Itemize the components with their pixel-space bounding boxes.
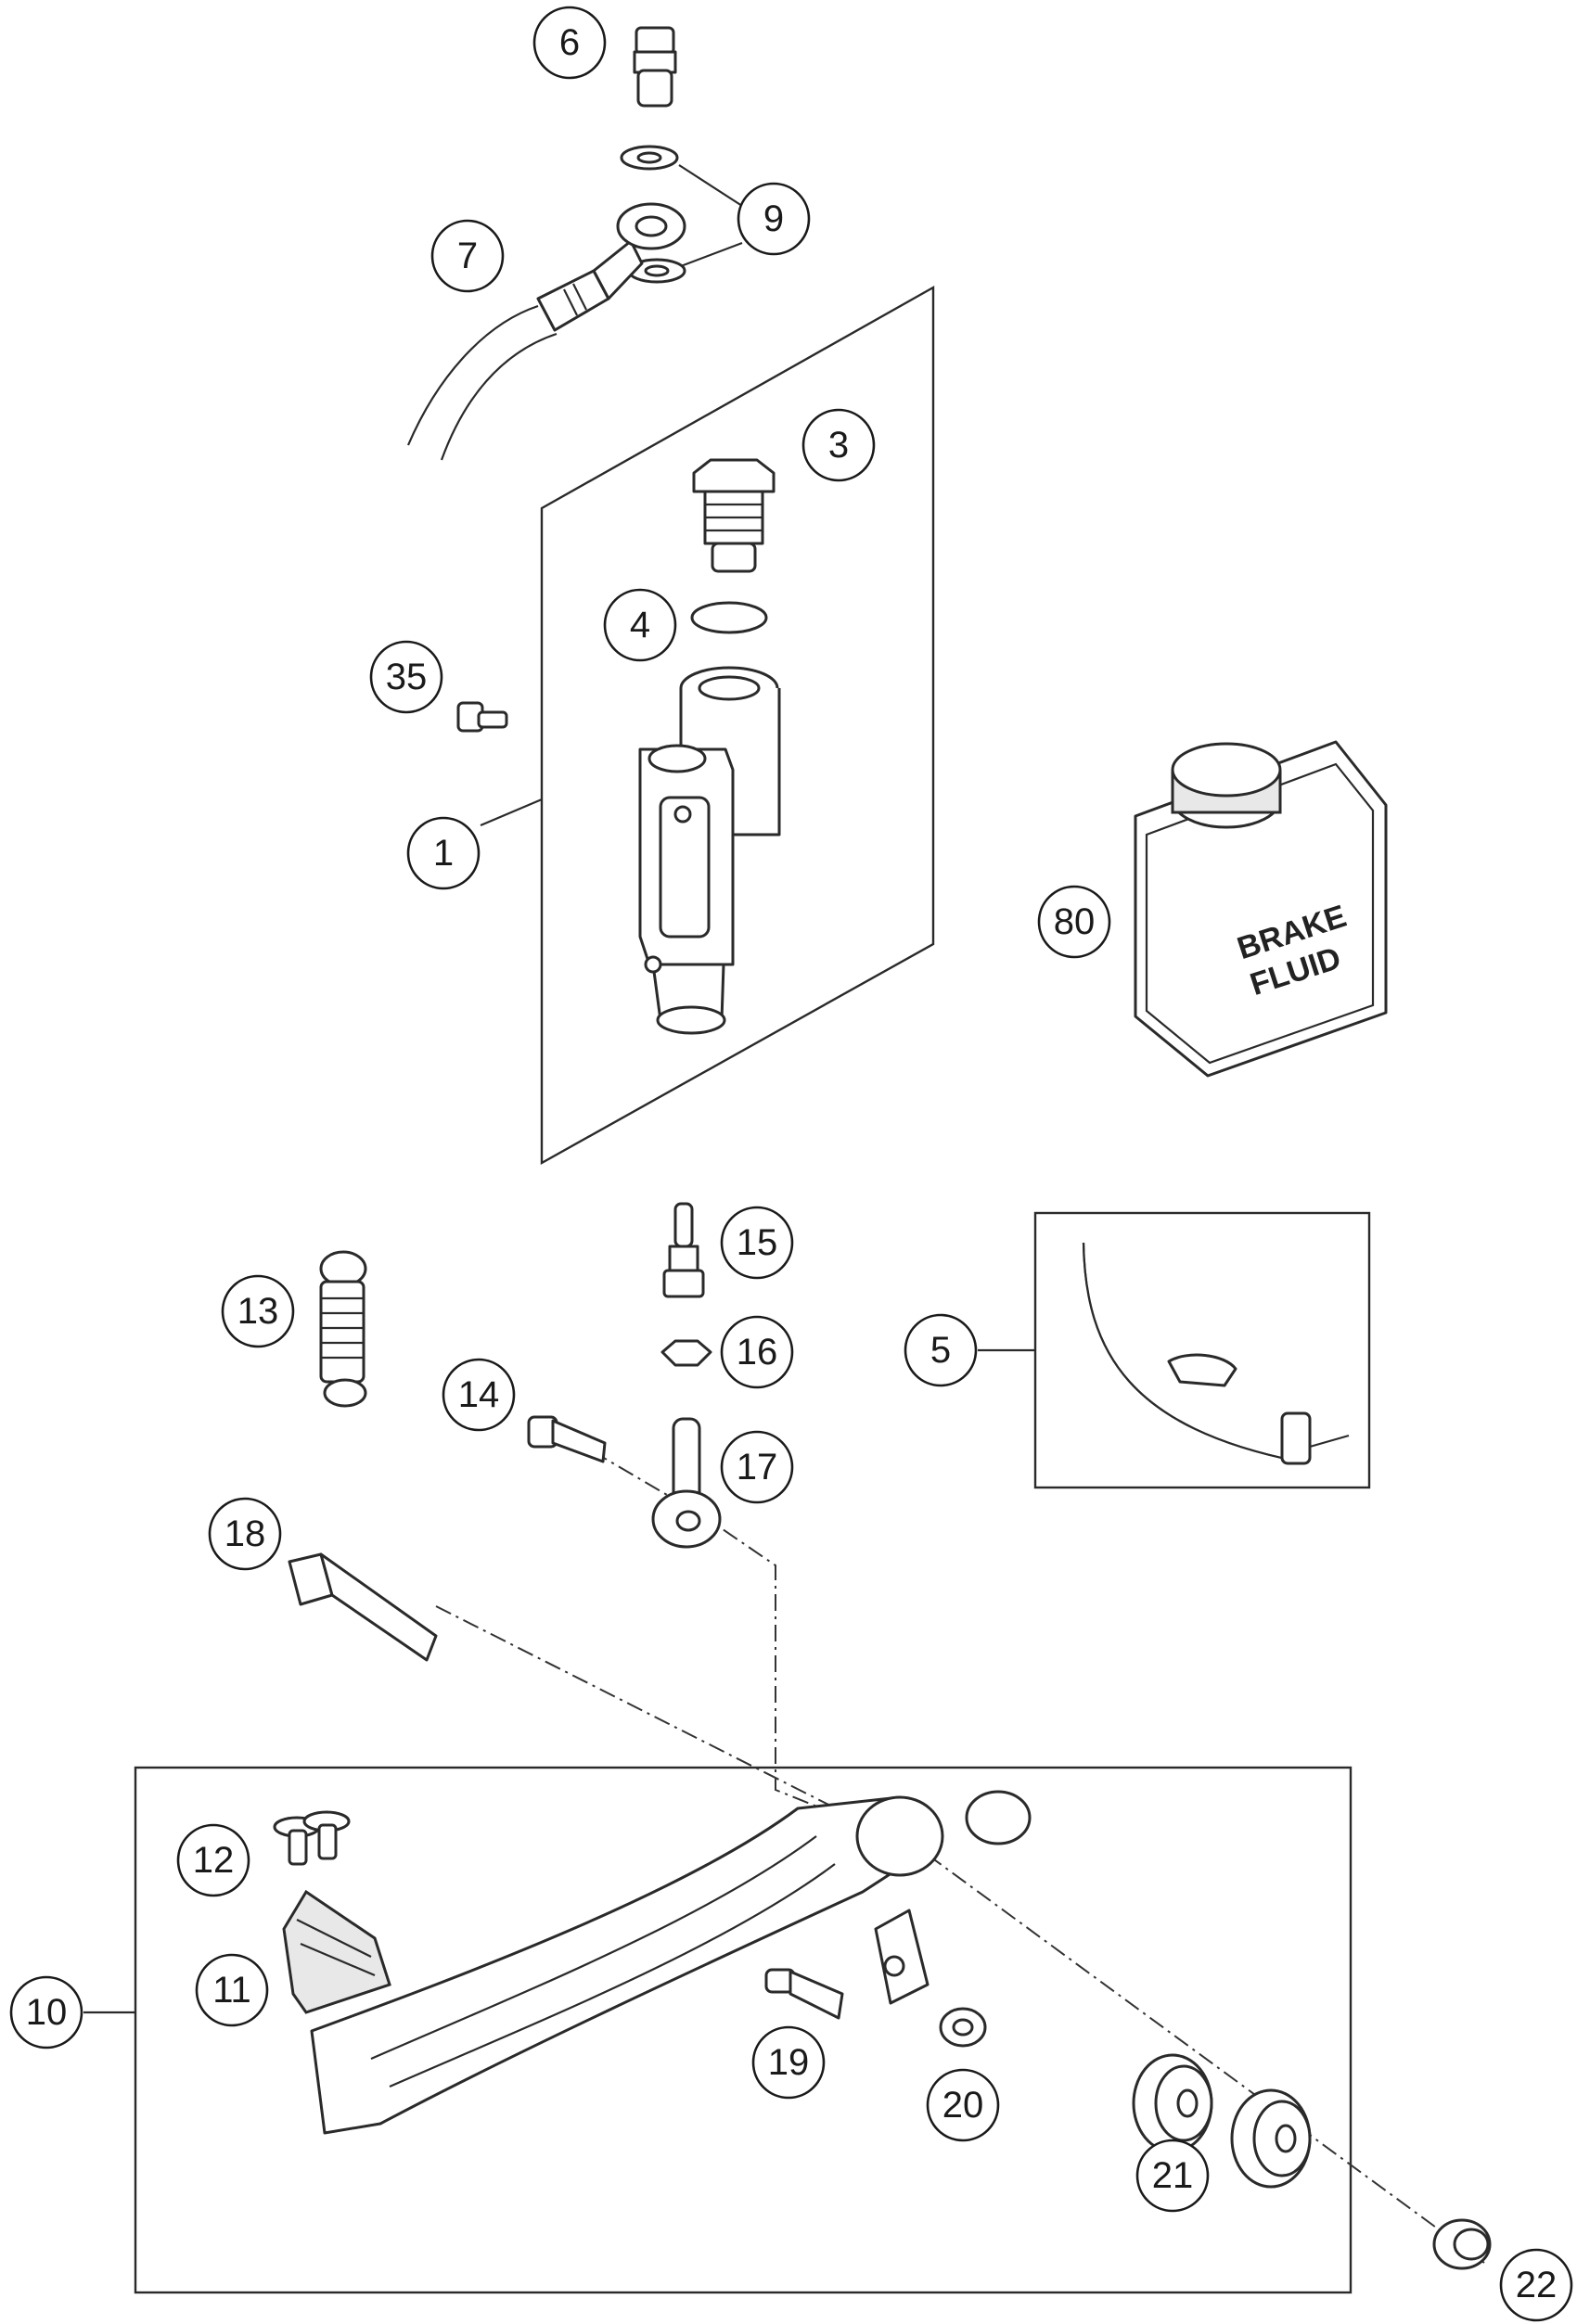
brake-pedal-part bbox=[310, 1790, 1032, 2135]
o-ring-part bbox=[690, 601, 768, 634]
svg-text:7: 7 bbox=[457, 236, 478, 276]
leader-lines bbox=[83, 164, 1035, 2014]
step-bolts-part bbox=[273, 1810, 351, 1866]
brake-light-switch-frame bbox=[1033, 1211, 1371, 1489]
svg-text:16: 16 bbox=[737, 1332, 778, 1373]
svg-text:1: 1 bbox=[433, 833, 454, 874]
callout-3: 3 bbox=[801, 408, 876, 482]
callout-6: 6 bbox=[532, 6, 607, 80]
screw-part bbox=[456, 701, 508, 733]
svg-text:13: 13 bbox=[237, 1291, 279, 1332]
svg-text:21: 21 bbox=[1152, 2155, 1194, 2196]
svg-text:15: 15 bbox=[737, 1222, 778, 1263]
sleeve-nut-part bbox=[1432, 2218, 1492, 2270]
callout-4: 4 bbox=[603, 588, 677, 662]
banjo-bolt-part bbox=[633, 26, 677, 108]
callout-12: 12 bbox=[176, 1823, 250, 1897]
master-cylinder-assembly-frame bbox=[540, 285, 935, 1166]
callout-80: 80 bbox=[1037, 885, 1111, 959]
callout-20: 20 bbox=[926, 2068, 1000, 2142]
svg-text:20: 20 bbox=[942, 2085, 984, 2126]
callout-1: 1 bbox=[406, 816, 481, 890]
sealing-washer-parts bbox=[620, 145, 686, 284]
svg-text:3: 3 bbox=[828, 425, 849, 466]
svg-text:80: 80 bbox=[1054, 901, 1096, 942]
brake-fluid-can-part: BRAKE FLUID bbox=[1134, 740, 1388, 1078]
callout-9: 9 bbox=[737, 182, 811, 256]
svg-text:12: 12 bbox=[193, 1840, 235, 1881]
step-plate-part bbox=[282, 1889, 391, 2014]
svg-text:11: 11 bbox=[212, 1970, 251, 2011]
svg-text:6: 6 bbox=[559, 22, 580, 63]
callout-17: 17 bbox=[720, 1430, 794, 1504]
callout-10: 10 bbox=[9, 1975, 83, 2049]
svg-text:10: 10 bbox=[26, 1992, 68, 2033]
svg-text:17: 17 bbox=[737, 1447, 778, 1488]
svg-text:9: 9 bbox=[763, 198, 784, 239]
callout-19: 19 bbox=[751, 2025, 826, 2100]
svg-text:22: 22 bbox=[1516, 2265, 1558, 2305]
callout-35: 35 bbox=[369, 640, 443, 714]
clevis-part bbox=[651, 1417, 722, 1549]
pivot-bolt-part bbox=[288, 1552, 438, 1662]
svg-text:14: 14 bbox=[458, 1374, 500, 1415]
callout-15: 15 bbox=[720, 1206, 794, 1280]
bleeder-screw-part bbox=[662, 1202, 705, 1298]
callout-16: 16 bbox=[720, 1315, 794, 1389]
callout-5: 5 bbox=[904, 1313, 978, 1387]
svg-text:35: 35 bbox=[386, 657, 428, 697]
callout-18: 18 bbox=[208, 1497, 282, 1571]
callout-21: 21 bbox=[1135, 2139, 1210, 2213]
pin-bolt-part bbox=[527, 1415, 607, 1463]
callout-11: 11 bbox=[195, 1953, 269, 2027]
svg-text:19: 19 bbox=[768, 2042, 810, 2083]
pedal-bolt-part bbox=[764, 1968, 844, 2020]
callout-7: 7 bbox=[430, 219, 505, 293]
nut-part bbox=[660, 1339, 712, 1367]
reservoir-plug-part bbox=[692, 458, 776, 573]
pedal-nut-part bbox=[939, 2007, 987, 2048]
svg-text:5: 5 bbox=[930, 1330, 951, 1371]
callout-22: 22 bbox=[1499, 2248, 1573, 2322]
brake-light-switch-part bbox=[1082, 1242, 1350, 1465]
svg-text:4: 4 bbox=[630, 605, 650, 645]
callout-14: 14 bbox=[442, 1358, 516, 1432]
master-cylinder-part bbox=[638, 666, 781, 1035]
bearings-part bbox=[1132, 2053, 1312, 2189]
svg-text:18: 18 bbox=[224, 1513, 266, 1554]
brake-hose-part bbox=[406, 202, 686, 461]
brake-pedal-assembly-frame bbox=[134, 1766, 1353, 2294]
callout-13: 13 bbox=[221, 1274, 295, 1348]
return-spring-part bbox=[319, 1250, 367, 1408]
